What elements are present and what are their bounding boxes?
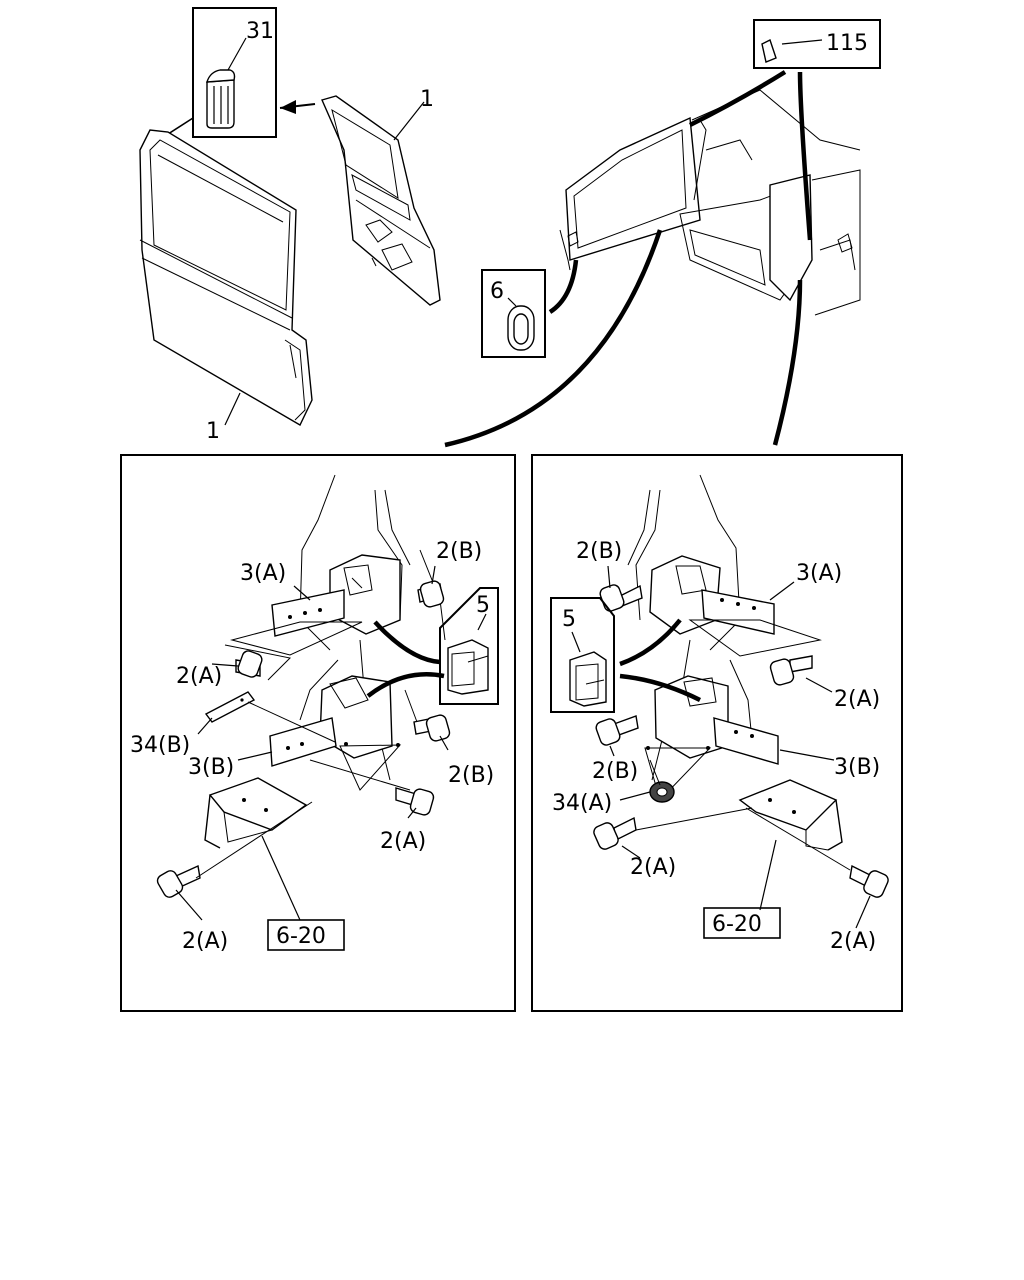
label-3a: 3(A) <box>240 561 286 586</box>
label-2a-bottom: 2(A) <box>830 929 876 954</box>
part-6-callout-box: 6 <box>481 269 546 358</box>
bolt-icon <box>235 650 263 678</box>
label-34b: 34(B) <box>130 733 190 758</box>
label-2a-mid: 2(A) <box>176 664 222 689</box>
label-3b: 3(B) <box>834 755 880 780</box>
svg-text:6-20: 6-20 <box>712 912 762 937</box>
part-5-callout-box <box>550 597 615 713</box>
bolt-icon <box>395 787 435 816</box>
callout-31: 31 <box>246 19 274 44</box>
arrow-icon <box>279 100 316 114</box>
bolt-icon <box>156 864 201 898</box>
rear-door-inner-panel <box>321 95 441 306</box>
label-34a: 34(A) <box>552 791 612 816</box>
callout-1-upper: 1 <box>420 87 434 112</box>
label-5: 5 <box>562 607 576 632</box>
callout-115: 115 <box>826 31 868 56</box>
part-5-callout-box <box>439 587 499 705</box>
part-31-callout-box: 31 <box>192 7 277 138</box>
label-2a-mid: 2(A) <box>834 687 880 712</box>
label-2b-lower: 2(B) <box>448 763 494 788</box>
clip-icon <box>569 651 607 707</box>
plug-icon <box>206 69 236 129</box>
label-2b-upper: 2(B) <box>576 539 622 564</box>
label-2b-upper: 2(B) <box>436 539 482 564</box>
grommet-icon <box>507 305 535 351</box>
hinge-bracket-icon <box>269 675 402 791</box>
clip-icon <box>447 639 489 695</box>
label-2a-lower: 2(A) <box>630 855 676 880</box>
label-3b: 3(B) <box>188 755 234 780</box>
left-hinge-detail-panel: 2(B) 3(A) 5 2(A) 34(B) 3(B) 2(B) 2(A) 2(… <box>120 454 516 1012</box>
callout-1-lower: 1 <box>206 419 220 444</box>
svg-text:6-20: 6-20 <box>276 924 326 949</box>
bolt-icon <box>593 816 637 850</box>
right-hinge-detail-panel: 2(B) 3(A) 5 2(A) 2(B) 3(B) 34(A) 2(A) 2(… <box>531 454 903 1012</box>
label-2a-bottom: 2(A) <box>182 929 228 954</box>
reference-6-20-left[interactable]: 6-20 <box>267 919 345 951</box>
callout-6: 6 <box>490 279 504 304</box>
bolt-icon <box>417 580 445 608</box>
part-115-callout-box: 115 <box>753 19 881 69</box>
washer-icon <box>649 781 675 803</box>
hinge-bracket-icon <box>644 675 779 801</box>
bolt-icon <box>769 655 813 686</box>
label-3a: 3(A) <box>796 561 842 586</box>
bolt-icon <box>595 715 639 746</box>
mounting-bracket <box>204 777 308 849</box>
rear-door-outer <box>139 129 313 426</box>
label-2b-lower: 2(B) <box>592 759 638 784</box>
reference-6-20-right[interactable]: 6-20 <box>703 907 781 939</box>
bolt-icon <box>599 584 643 612</box>
spacer-plate <box>204 691 256 723</box>
mounting-bracket <box>738 779 843 851</box>
hinge-bracket-icon <box>649 555 775 635</box>
vehicle-rear-view <box>559 89 861 316</box>
bolt-icon <box>413 714 451 742</box>
label-5: 5 <box>476 593 490 618</box>
label-icon <box>761 39 777 63</box>
bolt-icon <box>849 864 889 898</box>
label-2a-right: 2(A) <box>380 829 426 854</box>
